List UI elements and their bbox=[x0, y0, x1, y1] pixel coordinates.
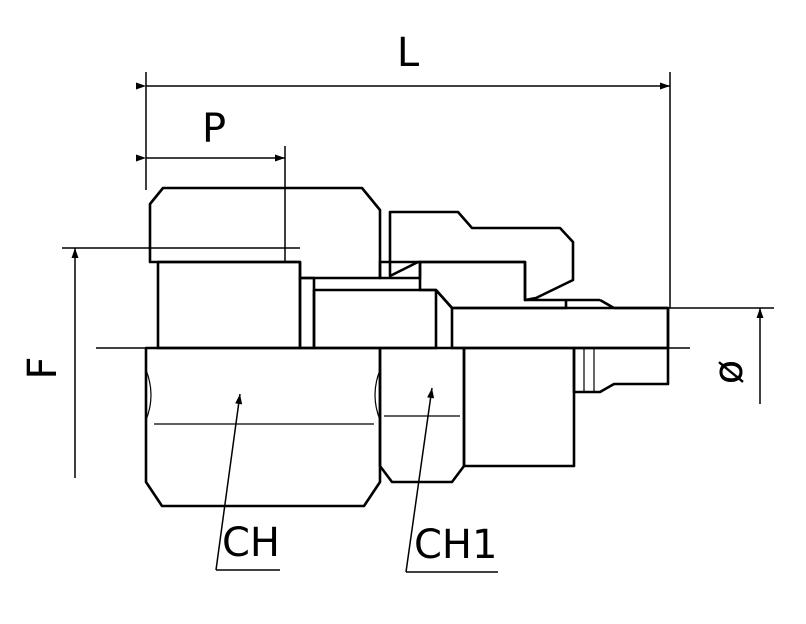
dimension-F: F bbox=[20, 247, 300, 478]
dimension-F-label: F bbox=[20, 356, 66, 379]
thread-bore bbox=[156, 260, 302, 350]
inner-bore bbox=[298, 276, 316, 350]
external-view bbox=[144, 346, 670, 508]
hex-CH-label: CH bbox=[222, 520, 280, 566]
passage-bore bbox=[312, 288, 438, 350]
body-section bbox=[388, 210, 575, 302]
leader-CH: CH bbox=[215, 393, 280, 571]
dimension-L-label: L bbox=[397, 30, 420, 76]
knurled-ring bbox=[462, 346, 576, 468]
tube-section bbox=[450, 306, 670, 350]
dimension-P: P bbox=[136, 106, 286, 262]
dimension-diameter-label: ø bbox=[706, 360, 752, 384]
hex-nut bbox=[144, 346, 382, 508]
nut-section bbox=[148, 186, 382, 280]
dimension-diameter: ø bbox=[668, 307, 774, 404]
dimension-L: L bbox=[136, 30, 671, 308]
hex-CH1-label: CH1 bbox=[414, 522, 497, 568]
seat-gap bbox=[378, 260, 422, 280]
dimension-P-label: P bbox=[202, 106, 226, 152]
leader-CH1: CH1 bbox=[405, 387, 498, 573]
tube-external bbox=[572, 346, 670, 394]
cut-section-view bbox=[148, 186, 670, 350]
sleeve-section bbox=[418, 260, 568, 310]
